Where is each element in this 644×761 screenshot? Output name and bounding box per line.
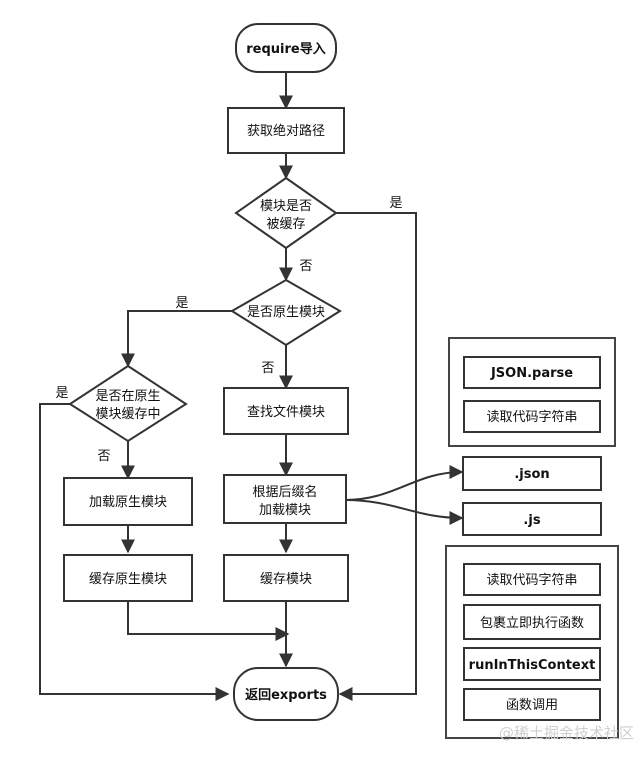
js-step-read-shape [463,563,601,596]
node-start-label: require导入 [246,42,325,57]
watermark: @稀土掘金技术社区 [499,724,634,742]
edge-native-yes-to-native-cache-check [121,310,232,368]
edge-load-by-ext-to-js [344,499,464,525]
edge-label-native-cache-no: 否 [97,449,110,464]
node-cache-module-shape [223,554,349,602]
node-ext-js-shape [462,502,602,536]
node-cache-native-label: 缓存原生模块 [89,572,167,587]
node-return-exports-shape [233,667,339,721]
node-ext-json-shape [462,456,602,491]
node-load-by-ext-label-line2: 加载模块 [259,503,311,518]
node-cache-native-shape [63,554,193,602]
js-step-call-shape [463,688,601,721]
node-cache-module-label: 缓存模块 [260,572,312,587]
edge-cache-native-to-merge [127,601,290,641]
js-step-run-label: runInThisContext [469,658,596,673]
node-load-native-shape [63,477,193,526]
json-step-parse-shape [463,356,601,389]
node-find-file-shape [223,387,349,435]
node-abs-path-label: 获取绝对路径 [247,123,325,139]
flow-nodes: require导入 获取绝对路径 模块是否 被缓存 是否原生模块 是否在原生 模… [63,23,349,721]
js-step-run-shape [463,647,601,681]
extension-nodes: .json .js [462,456,602,536]
edge-labels: 是 否 是 否 是 否 [55,196,402,464]
edge-label-native-yes: 是 [175,296,188,311]
node-ext-js-label: .js [523,513,540,528]
node-ext-json-label: .json [514,467,549,482]
js-step-read-label: 读取代码字符串 [486,572,577,588]
node-native-check-label: 是否原生模块 [247,305,325,320]
node-load-by-ext-label-line1: 根据后缀名 [252,484,317,500]
js-step-wrap-shape [463,604,601,640]
edge-label-native-cache-yes: 是 [55,386,68,401]
node-native-check-shape [230,278,342,347]
json-steps-panel: JSON.parse 读取代码字符串 [448,337,616,447]
js-step-call-label: 函数调用 [506,698,558,713]
edge-label-cached-no: 否 [299,259,312,274]
node-start-shape [235,23,337,73]
node-cached-check-label-line1: 模块是否 [260,199,312,214]
node-abs-path-shape [227,107,345,154]
js-step-wrap-label: 包裹立即执行函数 [480,616,584,631]
edge-label-native-no: 否 [261,361,274,376]
edge-native-cache-yes-to-return [39,403,230,701]
json-step-read-shape [463,400,601,433]
edge-label-cached-yes: 是 [389,196,402,211]
node-native-cache-check-label-line1: 是否在原生 [95,389,160,404]
node-native-cache-check-label-line2: 模块缓存中 [95,407,160,422]
js-steps-panel: 读取代码字符串 包裹立即执行函数 runInThisContext 函数调用 [445,545,619,739]
node-native-cache-check-shape [68,364,188,443]
node-load-by-ext-shape [223,474,347,524]
edge-load-by-ext-to-json [344,465,464,501]
edges [39,72,464,701]
node-cached-check-shape [234,176,338,250]
edge-cached-yes-to-return [336,212,417,701]
node-load-native-label: 加载原生模块 [89,495,167,510]
json-step-read-label: 读取代码字符串 [486,409,577,425]
json-step-parse-label: JSON.parse [490,366,573,381]
node-return-exports-label: 返回exports [245,688,327,703]
node-cached-check-label-line2: 被缓存 [266,217,305,232]
node-find-file-label: 查找文件模块 [247,405,325,420]
